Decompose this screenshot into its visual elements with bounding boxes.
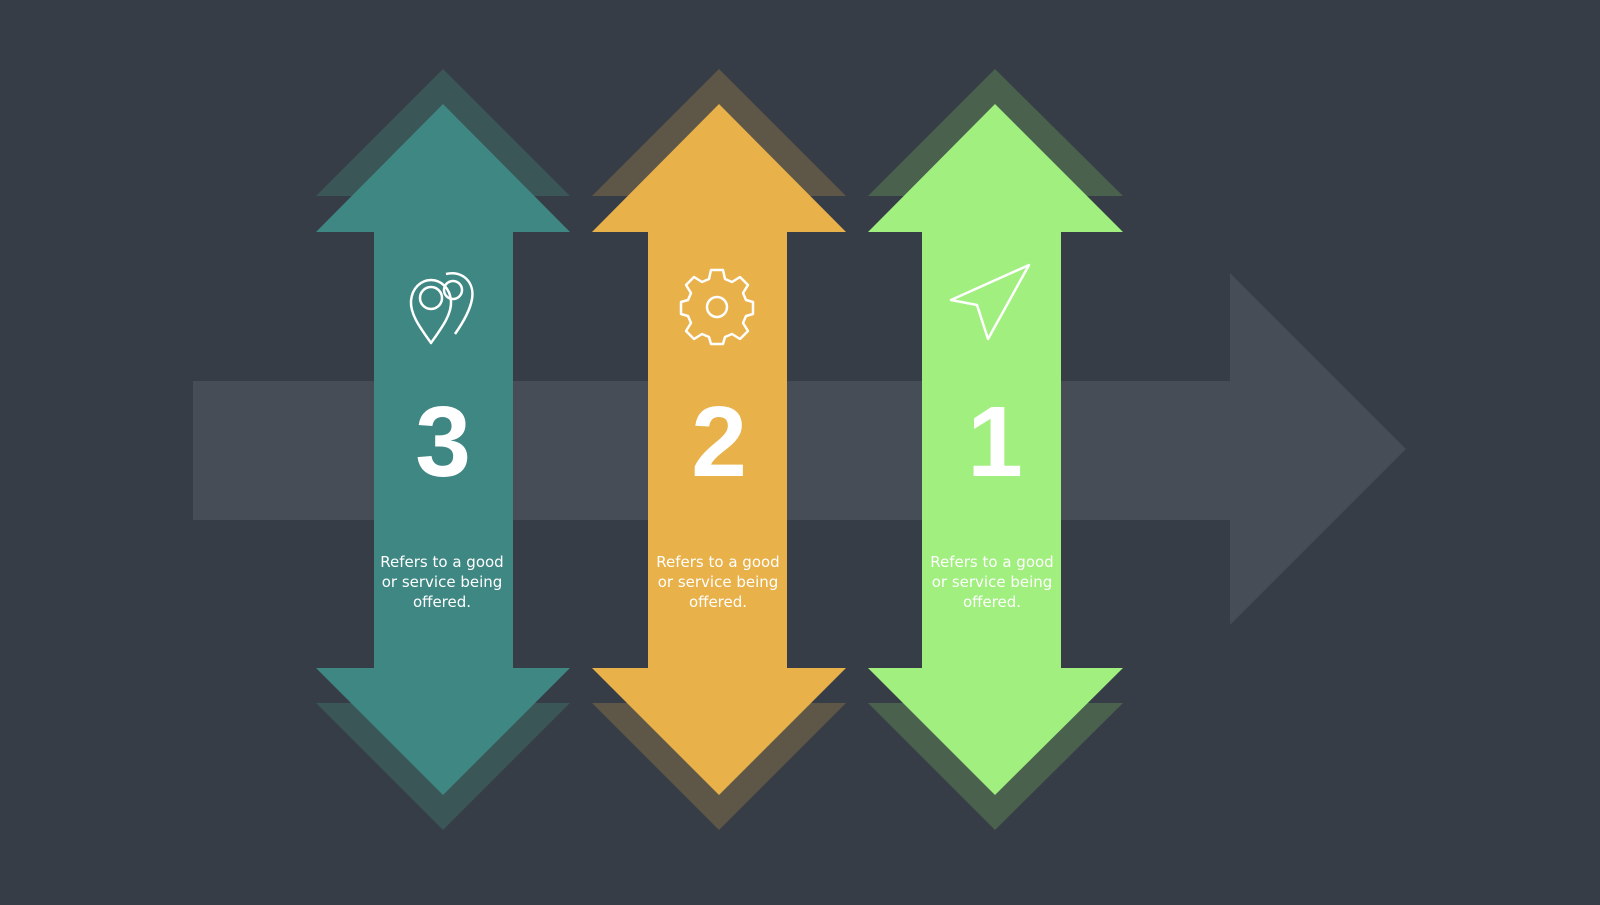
map-pins-icon: [409, 271, 474, 345]
gear-icon: [679, 268, 755, 346]
arrow-step-3: [316, 69, 570, 830]
step-3-number: 3: [415, 386, 471, 498]
step-2-description: Refers to a good or service being offere…: [656, 553, 780, 611]
arrow-step-3-body: [316, 104, 570, 795]
send-arrow-icon: [949, 263, 1031, 341]
step-1-description: Refers to a good or service being offere…: [930, 553, 1054, 611]
arrow-step-2-body: [592, 104, 846, 795]
arrow-step-2: [592, 69, 846, 830]
big-right-arrow: [193, 273, 1406, 625]
step-1-number: 1: [967, 386, 1023, 498]
arrow-step-1: [868, 69, 1123, 830]
step-3-description: Refers to a good or service being offere…: [380, 553, 504, 611]
arrow-step-1-body: [868, 104, 1123, 795]
step-2-number: 2: [691, 386, 747, 498]
